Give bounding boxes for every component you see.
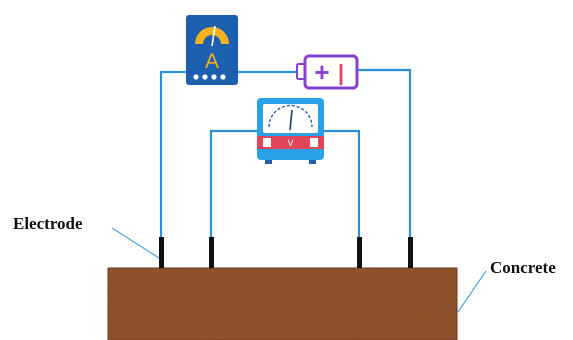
- electrode-1: [159, 237, 164, 268]
- electrode-2: [209, 237, 214, 268]
- current-wire-left: [159, 70, 186, 238]
- concrete-block: [107, 267, 458, 340]
- battery-positive: +: [314, 57, 329, 87]
- battery-icon: + |: [296, 54, 359, 90]
- concrete-leader-line: [457, 270, 487, 313]
- wires: [159, 68, 412, 238]
- ammeter-symbol: A: [205, 50, 219, 73]
- electrodes: [159, 237, 413, 268]
- potential-wire-right: [324, 129, 361, 238]
- voltmeter-icon: V: [257, 98, 324, 164]
- electrode-leader-line: [111, 227, 160, 259]
- voltmeter-symbol: V: [287, 138, 293, 148]
- electrode-3: [357, 237, 362, 268]
- electrode-label: Electrode: [13, 214, 83, 233]
- electrode-4: [408, 237, 413, 268]
- ammeter-icon: A: [186, 15, 238, 85]
- battery-negative: |: [338, 60, 344, 85]
- potential-wire-left: [209, 129, 257, 238]
- current-wire-right: [358, 68, 412, 238]
- concrete-label: Concrete: [490, 258, 556, 277]
